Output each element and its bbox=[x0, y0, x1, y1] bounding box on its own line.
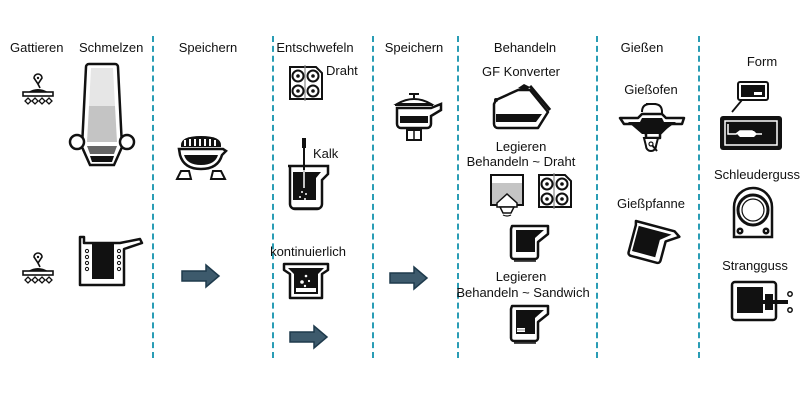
pouring-furnace-icon bbox=[618, 100, 686, 154]
label-legieren-1: Legieren bbox=[495, 139, 547, 154]
continuous-desulfurization-icon bbox=[282, 262, 330, 302]
mold-icon bbox=[718, 80, 784, 152]
charging-crane-icon bbox=[20, 251, 56, 287]
header-speichern-2: Speichern bbox=[384, 40, 444, 55]
label-giessofen: Gießofen bbox=[624, 82, 678, 97]
gf-converter-icon bbox=[490, 82, 552, 132]
pouring-ladle-icon bbox=[508, 224, 552, 264]
flow-arrow-icon bbox=[181, 263, 221, 289]
column-divider bbox=[152, 36, 154, 358]
label-schleuderguss: Schleuderguss bbox=[714, 167, 800, 182]
column-divider bbox=[457, 36, 459, 358]
label-behandeln-sandwich: Behandeln ~ Sandwich bbox=[456, 285, 590, 300]
induction-furnace-icon bbox=[78, 235, 146, 287]
wire-feeder-icon bbox=[288, 65, 324, 101]
wire-feeder-icon bbox=[537, 173, 573, 209]
shaft-furnace-icon bbox=[68, 62, 136, 170]
label-kalk: Kalk bbox=[313, 146, 339, 161]
header-behandeln: Behandeln bbox=[493, 40, 557, 55]
column-divider bbox=[272, 36, 274, 358]
header-gattieren: Gattieren bbox=[10, 40, 64, 55]
label-strangguss: Strangguss bbox=[722, 258, 788, 273]
label-gf-konverter: GF Konverter bbox=[481, 64, 561, 79]
holding-ladle-icon bbox=[175, 133, 228, 181]
centrifugal-casting-icon bbox=[730, 183, 776, 241]
header-giessen: Gießen bbox=[620, 40, 664, 55]
column-divider bbox=[596, 36, 598, 358]
charging-crane-icon bbox=[20, 72, 56, 108]
header-speichern-1: Speichern bbox=[178, 40, 238, 55]
label-draht: Draht bbox=[326, 63, 358, 78]
header-entschwefeln: Entschwefeln bbox=[276, 40, 354, 55]
column-divider bbox=[698, 36, 700, 358]
teapot-ladle-icon bbox=[391, 92, 443, 142]
label-giesspfanne: Gießpfanne bbox=[617, 196, 685, 211]
label-legieren-2: Legieren bbox=[495, 269, 547, 284]
sandwich-ladle-icon bbox=[508, 304, 552, 346]
flow-arrow-icon bbox=[289, 324, 329, 350]
alloy-hopper-icon bbox=[489, 173, 527, 219]
header-schmelzen: Schmelzen bbox=[79, 40, 144, 55]
flow-arrow-icon bbox=[389, 265, 429, 291]
column-divider bbox=[372, 36, 374, 358]
pouring-ladle-icon bbox=[624, 219, 681, 270]
label-behandeln-draht: Behandeln ~ Draht bbox=[466, 154, 576, 169]
label-kontinuierlich: kontinuierlich bbox=[270, 244, 346, 259]
lime-lance-ladle-icon bbox=[285, 136, 335, 212]
continuous-casting-icon bbox=[730, 280, 796, 324]
header-form: Form bbox=[746, 54, 778, 69]
